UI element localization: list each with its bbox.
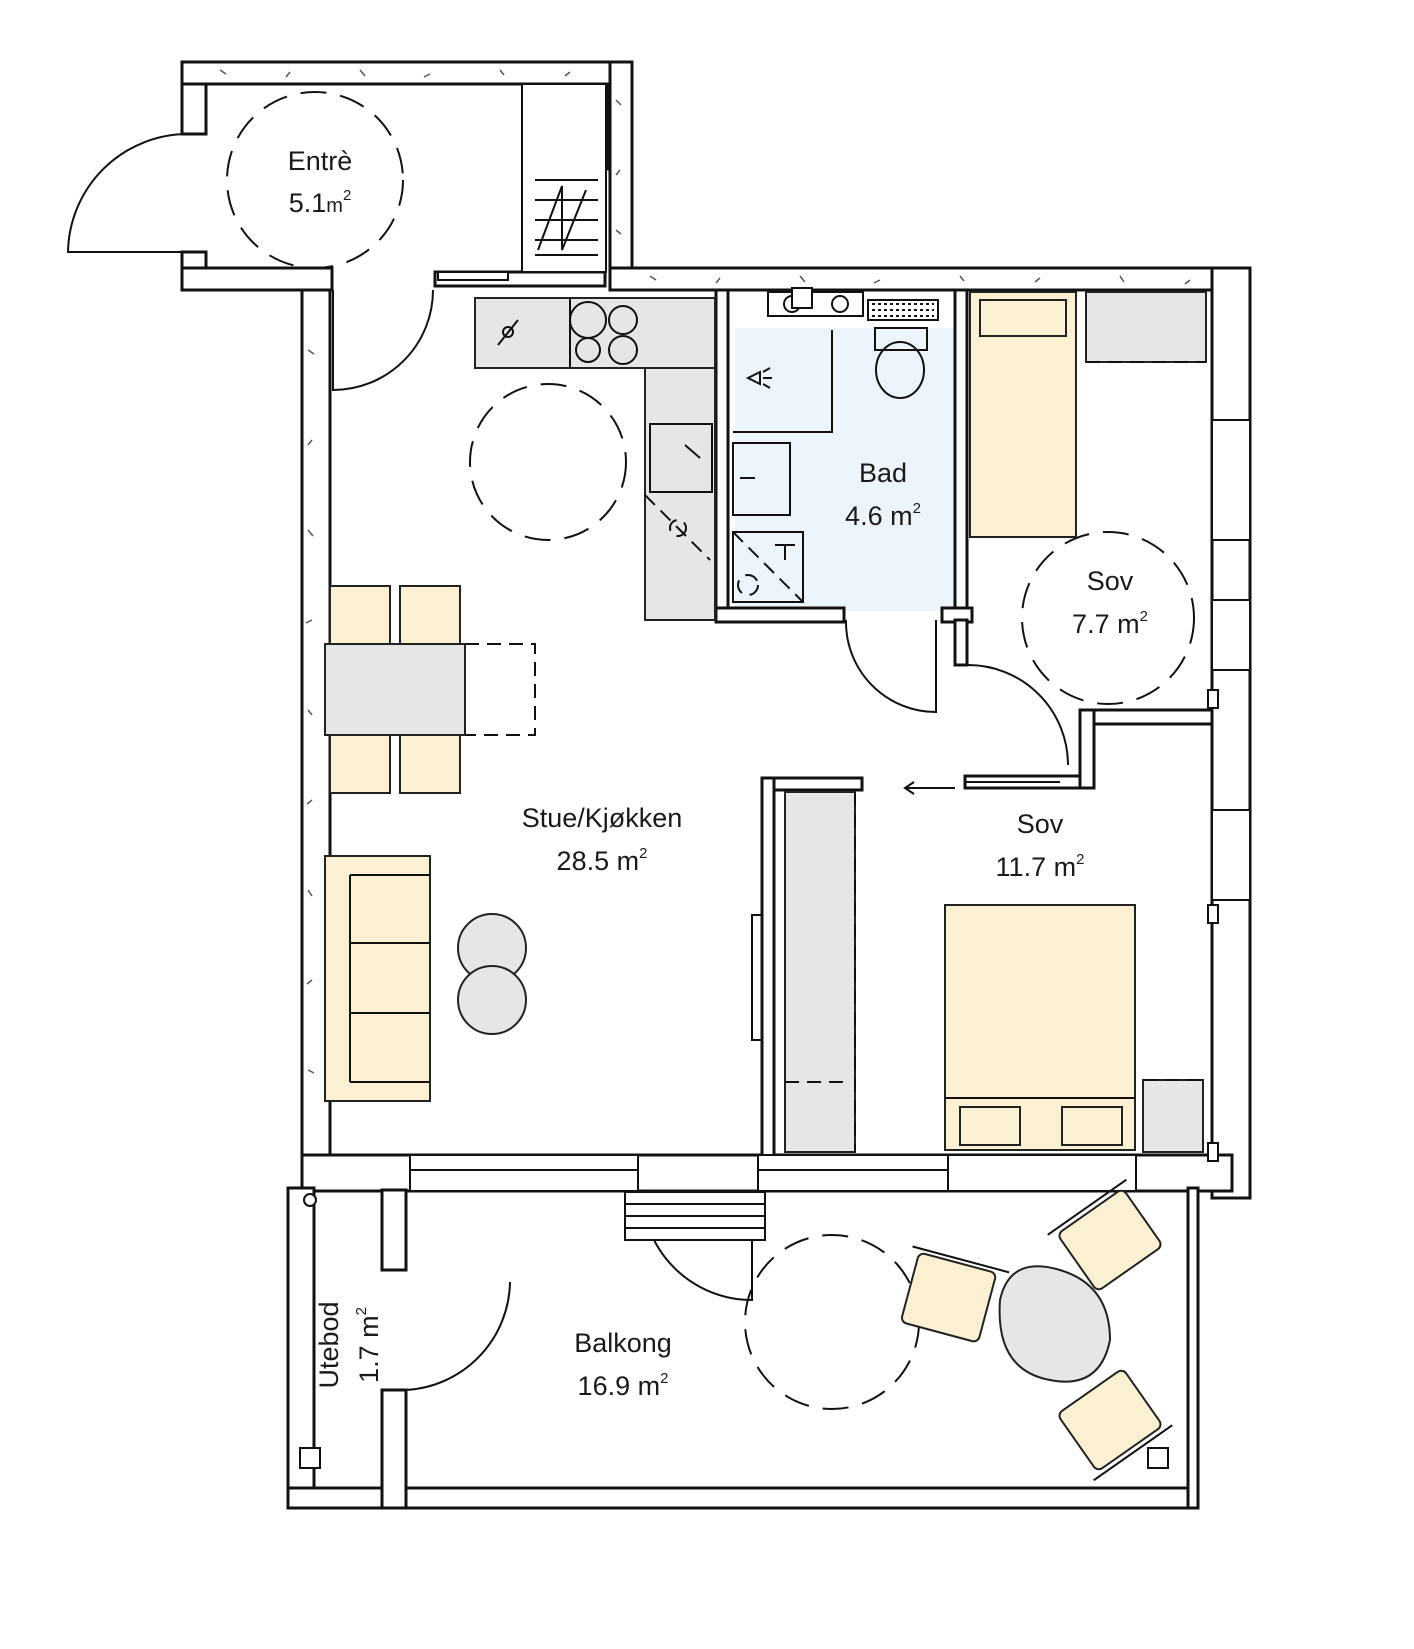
room-sov2-area: 11.7 m2 — [996, 851, 1085, 882]
sliding-arrow-icon — [903, 781, 955, 795]
room-balkong-area: 16.9 m2 — [578, 1370, 669, 1401]
coffee-tables — [457, 913, 527, 1035]
room-sov1-name: Sov — [1087, 566, 1134, 596]
room-utebod-name: Utebod — [314, 1301, 344, 1388]
room-entre-name: Entrè — [288, 146, 353, 176]
single-bed — [969, 291, 1207, 538]
room-bad-name: Bad — [859, 458, 907, 488]
room-sov1-area: 7.7 m2 — [1072, 608, 1148, 639]
room-stue-name: Stue/Kjøkken — [522, 803, 683, 833]
stove-icon — [569, 301, 638, 365]
turning-circles — [226, 91, 1195, 1410]
balcony-furniture — [900, 1178, 1173, 1482]
room-stue-area: 28.5 m2 — [557, 845, 648, 876]
wardrobe — [751, 791, 856, 1153]
radiator-icon — [867, 299, 939, 321]
toilet-tank-icon — [874, 327, 928, 351]
washbasin-icon — [732, 442, 791, 516]
fridge-icon — [497, 319, 519, 346]
windows — [409, 271, 1251, 1192]
column-markers — [299, 287, 1219, 1469]
room-sov2-name: Sov — [1017, 809, 1064, 839]
wall-hatching — [219, 69, 1191, 1074]
room-utebod-area: 1.7 m2 — [353, 1307, 384, 1383]
room-bad-area: 4.6 m2 — [845, 500, 921, 531]
bathroom-fixtures — [732, 291, 939, 603]
kitchen — [474, 297, 716, 621]
shower-icon — [745, 367, 772, 389]
washing-machine-icon — [732, 531, 804, 603]
toilet-icon — [875, 341, 925, 399]
dining-set — [324, 585, 536, 794]
kitchen-sink-icon — [649, 423, 713, 493]
double-bed — [944, 904, 1204, 1153]
dining-table — [324, 643, 466, 736]
sofa — [324, 855, 431, 1102]
room-balkong-name: Balkong — [574, 1328, 672, 1358]
doors — [66, 133, 1069, 1391]
room-entre-area: 5.1m2 — [289, 187, 352, 218]
balcony-steps — [624, 1191, 766, 1241]
room-labels: Entrè 5.1m2 Bad 4.6 m2 Sov 7.7 m2 Stue/K… — [288, 146, 1148, 1401]
bathroom-floor — [735, 328, 957, 611]
staircase — [521, 83, 607, 273]
